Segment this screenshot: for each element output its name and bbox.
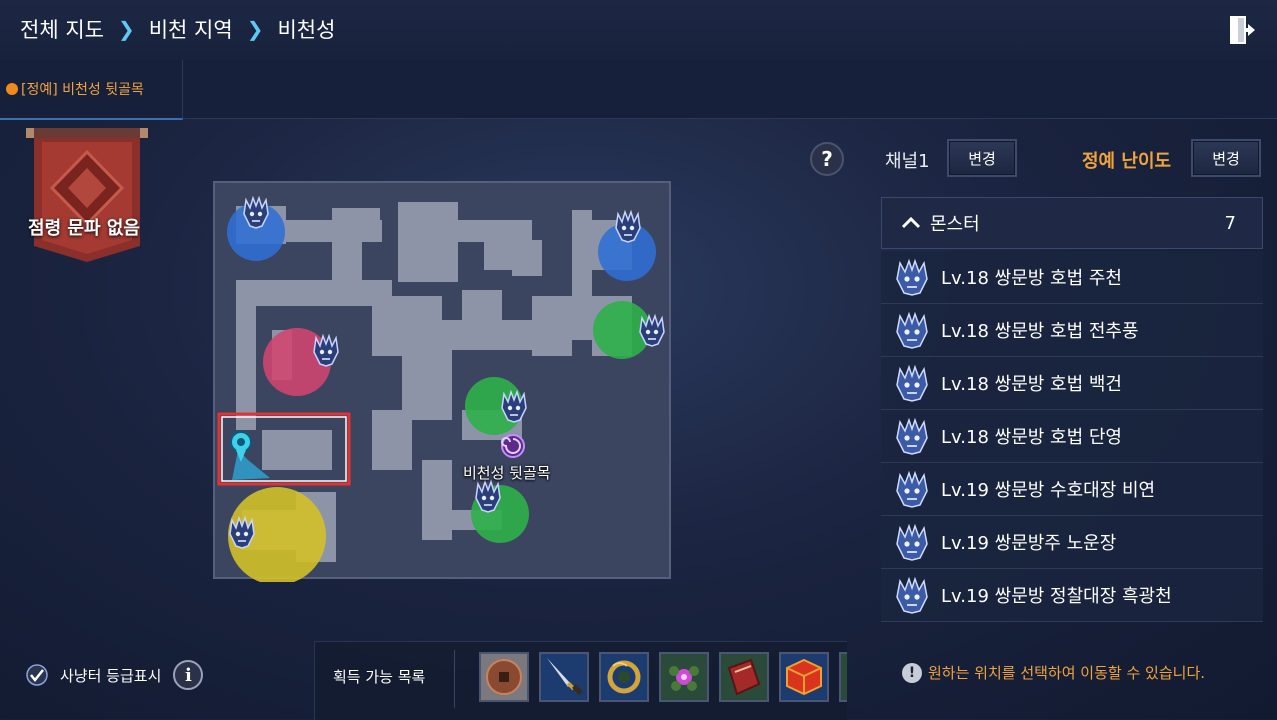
zone-blue-nw[interactable]: [227, 203, 285, 261]
grade-toggle: 사냥터 등급표시 i: [26, 660, 204, 690]
tab-elite-alley[interactable]: [정예] 비천성 뒷골목: [0, 60, 183, 120]
flower-gem-icon[interactable]: [659, 652, 709, 702]
demon-mask-icon: [896, 364, 928, 402]
dragon-ring-icon[interactable]: [599, 652, 649, 702]
chevron-right-icon: ❯: [117, 17, 135, 41]
monster-list-item[interactable]: Lv.19 쌍문방 수호대장 비연: [881, 463, 1263, 516]
channel-change-button[interactable]: 변경: [947, 139, 1017, 177]
monster-list-item[interactable]: Lv.18 쌍문방 호법 전추풍: [881, 304, 1263, 357]
demon-mask-icon: [896, 311, 928, 349]
monster-name: Lv.18 쌍문방 호법 주천: [941, 268, 1122, 289]
monster-list-item[interactable]: Lv.18 쌍문방 호법 단영: [881, 410, 1263, 463]
loot-bar: 획득 가능 목록: [314, 641, 847, 720]
monster-list-item[interactable]: Lv.18 쌍문방 호법 주천: [881, 251, 1263, 304]
dungeon-map[interactable]: [212, 180, 682, 582]
top-bar: 전체 지도 ❯ 비천 지역 ❯ 비천성: [0, 0, 1277, 60]
demon-mask-icon: [896, 523, 928, 561]
monster-list-item[interactable]: Lv.18 쌍문방 호법 백건: [881, 357, 1263, 410]
breadcrumb-world-map[interactable]: 전체 지도: [20, 18, 104, 42]
difficulty-change-button[interactable]: 변경: [1191, 139, 1261, 177]
zone-yellow[interactable]: [228, 487, 326, 582]
grade-toggle-label: 사냥터 등급표시: [60, 666, 162, 685]
dagger-icon[interactable]: [539, 652, 589, 702]
banner-text: 점령 문파 없음: [28, 218, 140, 239]
demon-mask-icon: [896, 417, 928, 455]
demon-mask-icon: [896, 576, 928, 614]
chevron-up-icon: [901, 216, 921, 229]
zone-pink[interactable]: [263, 328, 331, 396]
notice-text: 원하는 위치를 선택하여 이동할 수 있습니다.: [928, 664, 1206, 682]
difficulty-label: 정예 난이도: [1082, 151, 1172, 172]
exit-icon[interactable]: [1228, 14, 1262, 46]
demon-mask-icon: [896, 470, 928, 508]
divider: [454, 650, 455, 708]
move-notice: ! 원하는 위치를 선택하여 이동할 수 있습니다.: [902, 662, 1205, 683]
help-button[interactable]: ?: [810, 142, 844, 176]
monster-panel-header[interactable]: 몬스터 7: [881, 197, 1263, 249]
checkbox-checked-icon[interactable]: [26, 664, 48, 686]
red-box-icon[interactable]: [779, 652, 829, 702]
red-book-icon[interactable]: [719, 652, 769, 702]
breadcrumb-area: 비천성: [277, 18, 336, 42]
monster-count: 7: [1224, 212, 1236, 234]
more-items-edge[interactable]: [839, 652, 847, 702]
demon-mask-icon: [896, 258, 928, 296]
monster-name: Lv.18 쌍문방 호법 전추풍: [941, 321, 1139, 342]
monster-panel-title: 몬스터: [930, 214, 980, 235]
monster-name: Lv.19 쌍문방 수호대장 비연: [941, 480, 1156, 501]
monster-list-item[interactable]: Lv.19 쌍문방 정찰대장 흑광천: [881, 569, 1263, 622]
monster-name: Lv.18 쌍문방 호법 단영: [941, 427, 1122, 448]
chevron-right-icon: ❯: [246, 17, 264, 41]
warning-icon: !: [902, 662, 922, 683]
monster-list-item[interactable]: Lv.19 쌍문방주 노운장: [881, 516, 1263, 569]
breadcrumb: 전체 지도 ❯ 비천 지역 ❯ 비천성: [20, 14, 335, 44]
coin-icon[interactable]: [479, 652, 529, 702]
monster-name: Lv.19 쌍문방주 노운장: [941, 533, 1117, 554]
monster-list: Lv.18 쌍문방 호법 주천 Lv.18 쌍문방 호법 전추풍 Lv.18 쌍문방…: [881, 251, 1263, 622]
breadcrumb-region[interactable]: 비천 지역: [148, 18, 233, 42]
zone-blue-ne[interactable]: [598, 223, 656, 281]
channel-label: 채널1: [885, 151, 930, 172]
loot-label: 획득 가능 목록: [333, 668, 426, 686]
portal-swirl-icon[interactable]: [501, 434, 525, 458]
monster-name: Lv.19 쌍문방 정찰대장 흑광천: [941, 586, 1172, 607]
player-location-icon: [230, 431, 270, 480]
tab-label: [정예] 비천성 뒷골목: [21, 82, 144, 98]
status-dot-icon: [6, 83, 18, 95]
zone-green-e[interactable]: [593, 301, 651, 359]
monster-name: Lv.18 쌍문방 호법 백건: [941, 374, 1122, 395]
tab-bar: [정예] 비천성 뒷골목: [0, 60, 1277, 120]
selected-area-frame: [217, 412, 351, 486]
guild-banner-icon: [26, 128, 148, 262]
map-location-label: 비천성 뒷골목: [463, 464, 551, 482]
info-icon[interactable]: i: [173, 660, 204, 690]
